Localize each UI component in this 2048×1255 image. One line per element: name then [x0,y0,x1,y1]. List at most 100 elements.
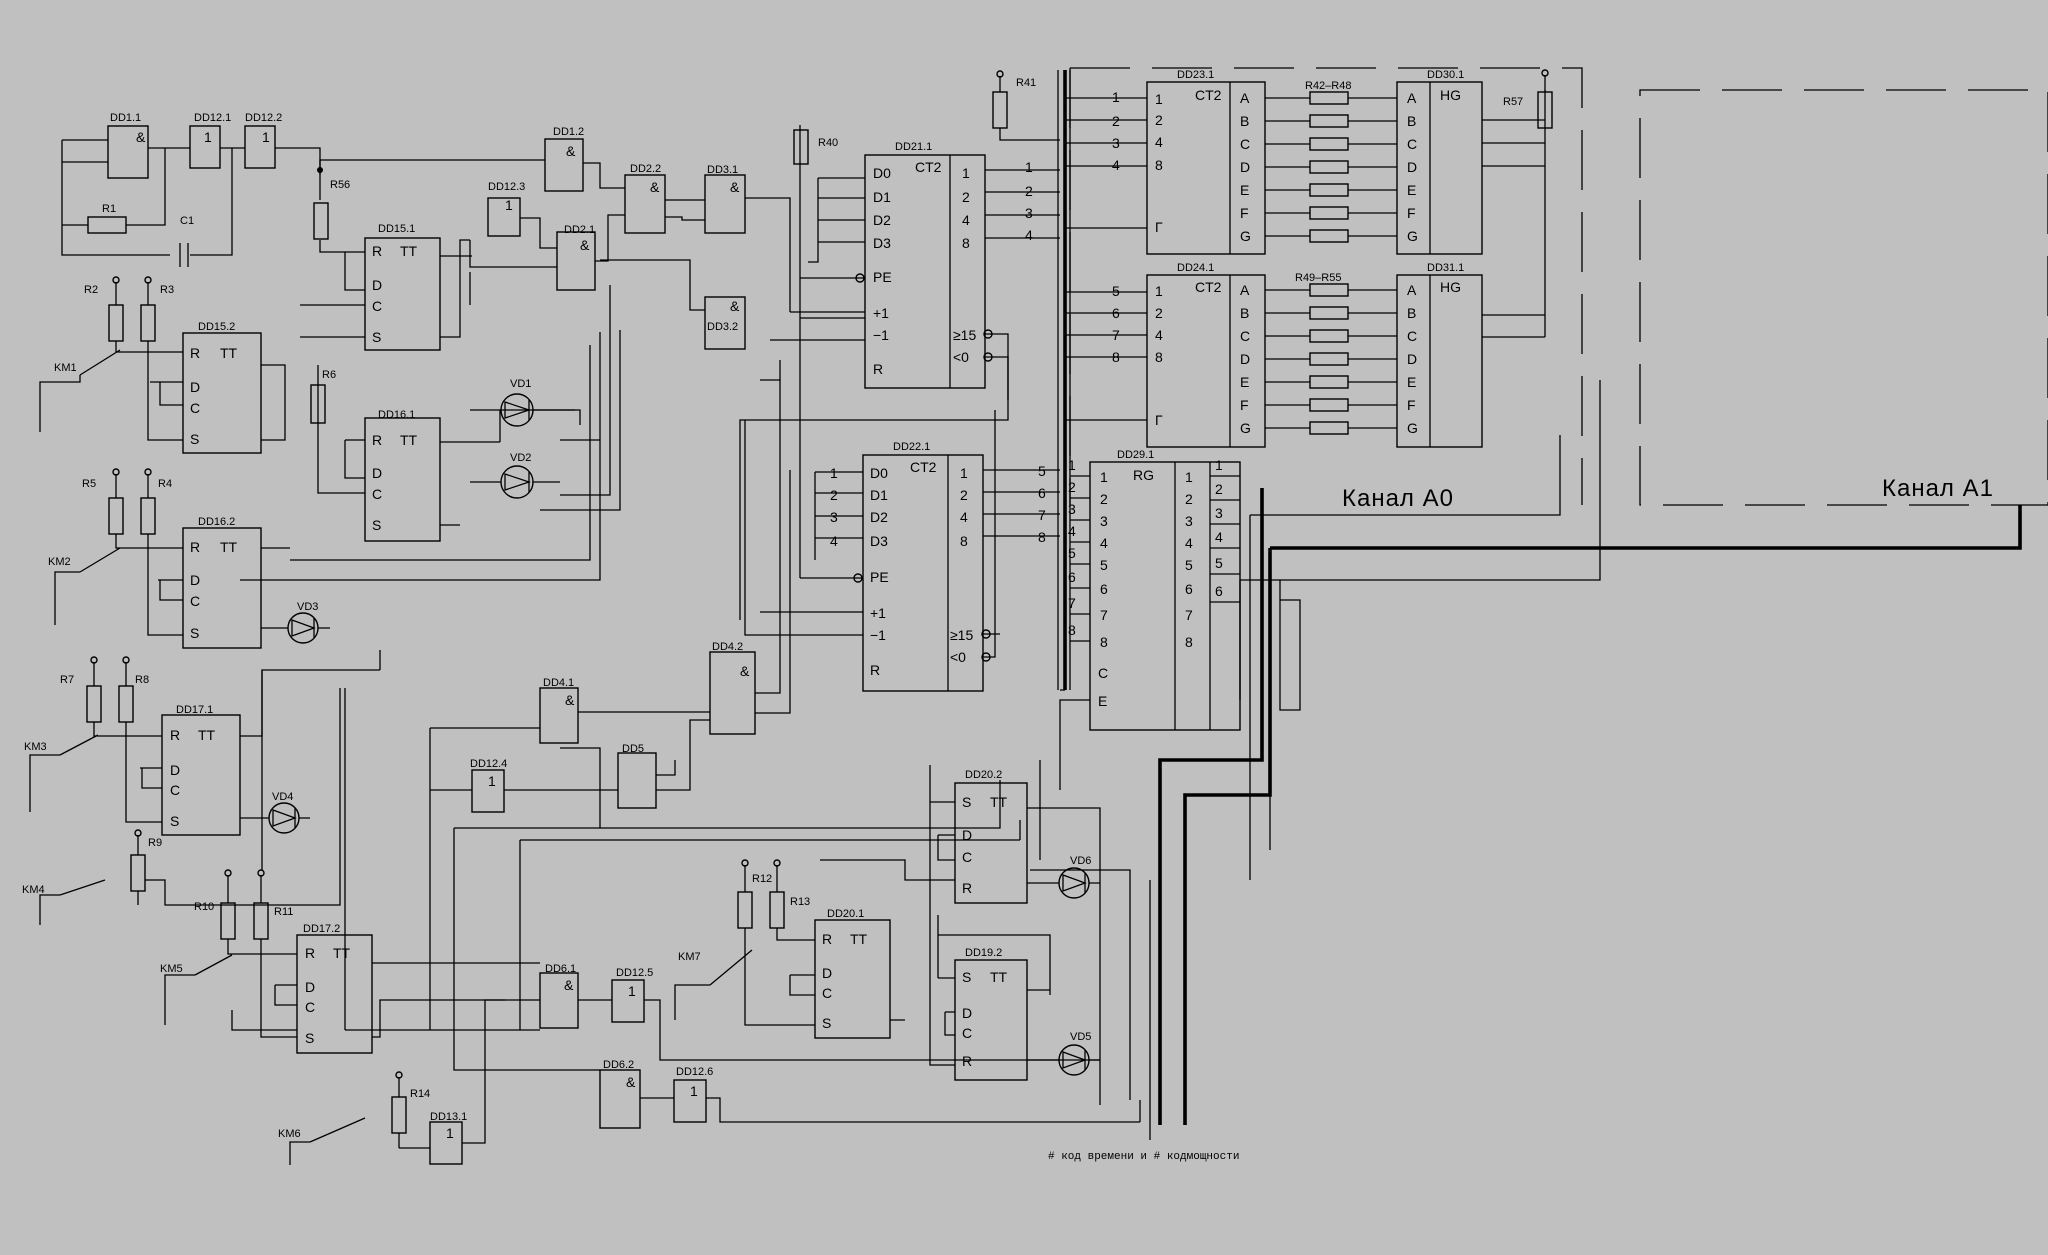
rg-bus-pin: 4 [1068,523,1076,539]
svg-text:2: 2 [1112,113,1120,129]
input-km2: DD16.2 R TT D C S R5 R4 KM2 [48,468,290,649]
svg-text:DD20.2: DD20.2 [965,769,1002,781]
dd21-1-counter: DD21.1 D0 D1 D2 D3 CT2 PE +1 −1 R 1 2 4 … [739,125,1060,620]
seg-out-label: D [1240,351,1250,367]
svg-text:DD12.5: DD12.5 [616,967,653,979]
svg-text:R11: R11 [274,906,293,918]
svg-text:D: D [190,572,200,588]
svg-text:8: 8 [1038,529,1046,545]
svg-text:8: 8 [1155,157,1163,173]
svg-text:5: 5 [1038,463,1046,479]
rg-q-pin: 1 [1215,457,1223,473]
svg-text:D1: D1 [870,487,888,503]
svg-text:D: D [305,979,315,995]
vd2-led: VD2 [470,452,560,499]
rg-in-pin: 1 [1100,469,1108,485]
channel-a1-frame [1639,89,2048,506]
svg-text:R: R [305,945,315,961]
svg-text:DD2.1: DD2.1 [564,224,595,236]
svg-text:D1: D1 [873,189,891,205]
svg-text:R: R [873,361,883,377]
svg-text:KM3: KM3 [24,741,47,753]
rg-q-pin: 6 [1215,583,1223,599]
svg-text:R: R [190,539,200,555]
svg-text:6: 6 [1112,305,1120,321]
svg-text:R56: R56 [330,179,350,191]
seg-out-label: E [1240,182,1249,198]
seg-in-label: A [1407,282,1417,298]
vd1-led: VD1 [470,378,575,427]
seg-out-label: E [1240,374,1249,390]
svg-text:S: S [962,794,971,810]
svg-text:DD30.1: DD30.1 [1427,69,1464,81]
dd15-1: DD15.1 R TT D C S R56 [300,167,472,351]
svg-text:KM5: KM5 [160,963,183,975]
svg-text:−1: −1 [873,327,889,343]
svg-text:D3: D3 [873,235,891,251]
svg-text:R12: R12 [752,873,772,885]
svg-text:4: 4 [1025,227,1033,243]
vd6-led: VD6 [1045,855,1100,899]
svg-text:C: C [962,1025,972,1041]
svg-text:KM2: KM2 [48,556,71,568]
seg-in-label: G [1407,228,1418,244]
rg-q-pin: 4 [1215,529,1223,545]
svg-text:S: S [372,517,381,533]
svg-text:&: & [564,977,574,993]
dd24-1: DD24.1 CT2 1 2 4 8 Г 5 6 7 8 [1065,262,1266,448]
rg-in-pin: 6 [1100,581,1108,597]
rg-q-pin: 2 [1215,481,1223,497]
svg-text:2: 2 [960,487,968,503]
gates-top: DD1.2 & DD12.3 1 DD2.1 & DD2.2 & DD3.1 &… [319,126,791,350]
vd4-led: VD4 [240,791,310,834]
svg-text:&: & [566,143,576,159]
svg-text:DD12.2: DD12.2 [245,112,282,124]
svg-text:DD1.1: DD1.1 [110,112,141,124]
svg-text:DD6.2: DD6.2 [603,1059,634,1071]
seg-in-label: G [1407,420,1418,436]
seg-in-label: E [1407,182,1416,198]
seg-out-label: C [1240,328,1250,344]
svg-text:DD29.1: DD29.1 [1117,449,1154,461]
input-km5: DD17.2 R TT D C S R10 R11 KM5 [160,869,540,1054]
svg-text:KM1: KM1 [54,362,77,374]
svg-text:TT: TT [990,969,1008,985]
svg-text:TT: TT [400,243,418,259]
seg-in-label: D [1407,351,1417,367]
svg-text:DD4.1: DD4.1 [543,677,574,689]
svg-text:CT2: CT2 [1195,87,1222,103]
seg-in-label: B [1407,305,1416,321]
seg-in-label: F [1407,205,1416,221]
svg-text:4: 4 [1155,327,1163,343]
svg-text:3: 3 [1025,205,1033,221]
rg-bus-pin: 2 [1068,479,1076,495]
svg-text:8: 8 [960,533,968,549]
svg-text:1: 1 [830,465,838,481]
svg-text:C: C [190,593,200,609]
svg-text:1: 1 [488,773,496,789]
svg-text:R3: R3 [160,284,174,296]
rg-bus-pin: 6 [1068,569,1076,585]
svg-text:TT: TT [400,432,418,448]
rg-in-pin: 2 [1100,491,1108,507]
svg-text:VD5: VD5 [1070,1031,1091,1043]
svg-text:DD6.1: DD6.1 [545,963,576,975]
svg-text:4: 4 [830,533,838,549]
input-km7: DD20.1 R TT D C S R12 R13 KM7 [674,859,905,1039]
svg-text:DD13.1: DD13.1 [430,1111,467,1123]
svg-text:R40: R40 [818,137,838,149]
svg-text:D: D [372,277,382,293]
svg-text:3: 3 [830,509,838,525]
svg-text:R13: R13 [790,896,810,908]
svg-text:3: 3 [1112,135,1120,151]
svg-text:Г: Г [1155,219,1163,235]
svg-text:1: 1 [628,983,636,999]
svg-text:DD17.2: DD17.2 [303,923,340,935]
seg-out-label: D [1240,159,1250,175]
input-km3: DD17.1 R TT D C S R7 R8 KM3 [24,656,380,836]
seg-resistor [1309,375,1349,389]
svg-text:DD21.1: DD21.1 [895,141,932,153]
routing-wires [240,285,1271,1140]
